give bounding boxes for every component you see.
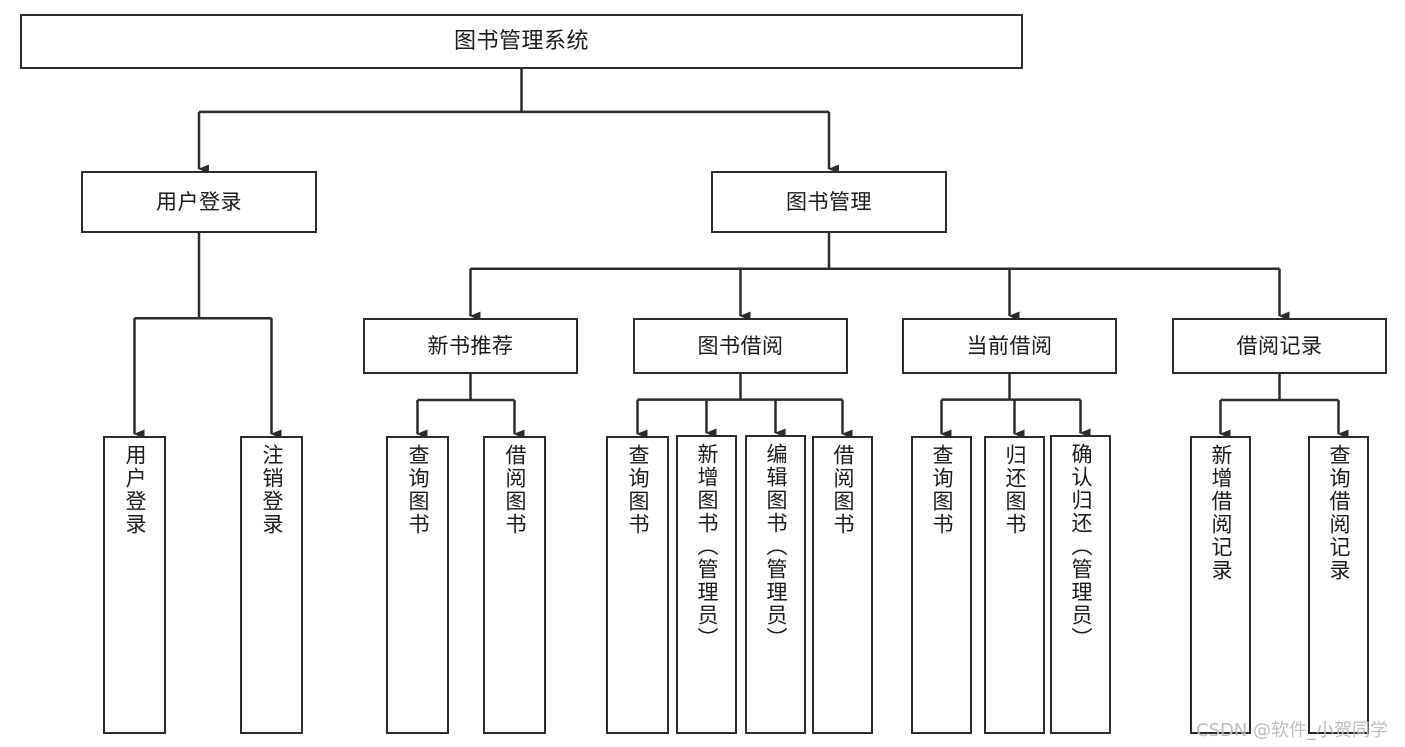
node-label: 新书推荐 (427, 333, 514, 358)
node-leaf-add-record[interactable]: 新增借阅记录 (1190, 436, 1251, 734)
node-borrow-record[interactable]: 借阅记录 (1172, 318, 1387, 374)
node-label: 图书管理系统 (453, 28, 589, 54)
node-book-manage[interactable]: 图书管理 (711, 171, 947, 233)
node-label: 查询图书 (930, 444, 954, 536)
node-label: 查询图书 (626, 444, 650, 536)
node-label: 注销登录 (260, 444, 284, 536)
node-label: 新增图书（管理员） (695, 443, 719, 650)
node-label: 图书管理 (786, 189, 872, 214)
node-label: 用户登录 (156, 189, 242, 214)
node-user-login[interactable]: 用户登录 (81, 171, 317, 233)
node-label: 编辑图书（管理员） (764, 443, 788, 650)
node-leaf-query-record[interactable]: 查询借阅记录 (1308, 436, 1369, 734)
node-leaf-confirm-return[interactable]: 确认归还（管理员） (1050, 435, 1111, 734)
node-label: 借阅图书 (503, 444, 527, 536)
node-label: 归还图书 (1003, 444, 1027, 536)
node-label: 借阅记录 (1236, 333, 1323, 358)
node-label: 借阅图书 (831, 444, 855, 536)
node-label: 查询图书 (406, 444, 430, 536)
node-leaf-borrow-book-2[interactable]: 借阅图书 (812, 436, 873, 734)
node-leaf-edit-book[interactable]: 编辑图书（管理员） (745, 435, 806, 734)
node-label: 当前借阅 (966, 333, 1053, 358)
node-leaf-borrow-book-1[interactable]: 借阅图书 (483, 436, 546, 734)
node-leaf-query-book-1[interactable]: 查询图书 (386, 436, 449, 734)
node-root[interactable]: 图书管理系统 (20, 14, 1023, 69)
node-book-borrow[interactable]: 图书借阅 (633, 318, 848, 374)
node-leaf-logout[interactable]: 注销登录 (240, 436, 303, 734)
node-leaf-query-book-2[interactable]: 查询图书 (606, 436, 669, 734)
node-label: 用户登录 (123, 444, 147, 536)
node-leaf-add-book[interactable]: 新增图书（管理员） (676, 435, 737, 734)
edges (133, 69, 1349, 439)
node-label: 图书借阅 (697, 333, 784, 358)
node-leaf-return-book[interactable]: 归还图书 (984, 436, 1045, 734)
node-label: 确认归还（管理员） (1069, 443, 1093, 650)
node-leaf-user-login[interactable]: 用户登录 (103, 436, 166, 734)
node-label: 查询借阅记录 (1327, 444, 1351, 582)
node-new-book-recommend[interactable]: 新书推荐 (363, 318, 578, 374)
node-label: 新增借阅记录 (1209, 444, 1233, 582)
node-leaf-query-book-3[interactable]: 查询图书 (911, 436, 972, 734)
node-current-borrow[interactable]: 当前借阅 (902, 318, 1117, 374)
